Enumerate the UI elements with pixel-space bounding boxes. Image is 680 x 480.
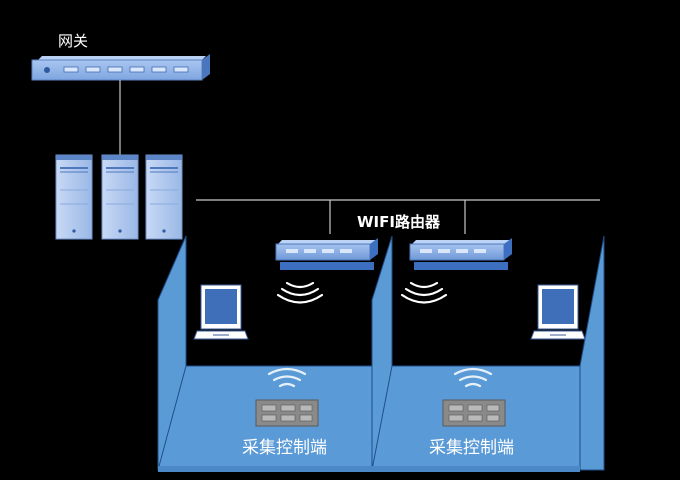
server-tower-icon bbox=[101, 154, 139, 240]
wifi-router-icon bbox=[409, 238, 512, 270]
wifi-router-icon bbox=[275, 238, 378, 270]
wifi-signal-icon bbox=[267, 367, 307, 388]
laptop-icon bbox=[193, 284, 249, 340]
server-tower-icon bbox=[145, 154, 183, 240]
gateway-label: 网关 bbox=[58, 32, 88, 50]
collector-label-left: 采集控制端 bbox=[242, 438, 327, 458]
wifi-signal-icon bbox=[453, 367, 493, 388]
wifi-signal-icon bbox=[276, 281, 324, 304]
room-floor-front bbox=[158, 466, 580, 472]
server-tower-icon bbox=[55, 154, 93, 240]
collector-label-right: 采集控制端 bbox=[429, 438, 514, 458]
controller-device-icon bbox=[442, 399, 506, 427]
gateway-switch-icon bbox=[31, 54, 210, 81]
laptop-icon bbox=[530, 284, 586, 340]
controller-device-icon bbox=[255, 399, 319, 427]
wifi-signal-icon bbox=[400, 281, 448, 304]
wifi-router-label: WIFI路由器 bbox=[357, 213, 441, 231]
router-cable-bus bbox=[196, 199, 600, 234]
